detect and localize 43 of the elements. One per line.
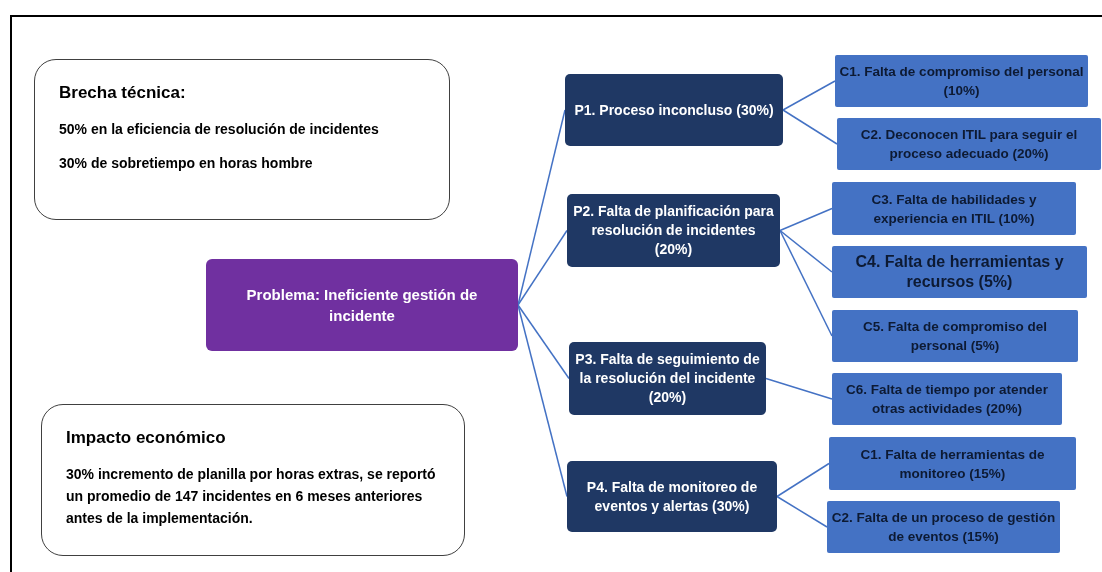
connector-line — [776, 495, 828, 528]
subcause-box — [832, 373, 1062, 425]
cause-box — [569, 342, 766, 415]
box-text: C3. Falta de habilidades y experiencia en ITIL (10%) — [870, 190, 1038, 228]
problem-box — [206, 259, 518, 351]
box-text: C6. Falta de tiempo por atender otras actividades (20%) — [845, 381, 1049, 418]
note-text: 50% en la eficiencia de resolución de incidentes — [59, 119, 380, 139]
subcause-box — [827, 501, 1060, 553]
box-text: P3. Falta de seguimiento de la resolución del incidente (20%) — [574, 350, 761, 407]
connector-line — [517, 304, 570, 380]
connector-line — [765, 377, 833, 400]
note-card — [41, 404, 465, 556]
box-text: Problema: Ineficiente gestión de incidente — [245, 285, 479, 326]
box-text: C4. Falta de herramientas y recursos (5%) — [854, 252, 1065, 292]
note-heading: Impacto económico — [66, 427, 227, 449]
box-text: C2. Deconocen ITIL para seguir el proceso adecuado (20%) — [859, 126, 1079, 163]
connector-line — [776, 462, 830, 498]
note-text: 30% de sobretiempo en horas hombre — [59, 153, 314, 173]
cause-box — [567, 194, 780, 267]
connector-line — [782, 109, 838, 145]
box-text: C1. Falta de herramientas de monitoreo (15%) — [859, 445, 1046, 483]
box-text: P2. Falta de planificación para resolución de incidentes (20%) — [572, 202, 775, 259]
box-text: C2. Falta de un proceso de gestión de eventos (15%) — [831, 509, 1056, 546]
connector-line — [779, 229, 833, 273]
box-text: P4. Falta de monitoreo de eventos y alertas (30%) — [585, 477, 759, 516]
subcause-box — [837, 118, 1101, 170]
subcause-box — [832, 182, 1076, 235]
cause-box — [567, 461, 777, 532]
subcause-box — [832, 246, 1087, 298]
box-text: C5. Falta de compromiso del personal (5%) — [862, 318, 1048, 355]
subcause-box — [835, 55, 1088, 107]
box-text: C1. Falta de compromiso del personal (10%) — [839, 63, 1084, 100]
connector-line — [779, 229, 833, 337]
box-text: P1. Proceso inconcluso (30%) — [574, 100, 774, 120]
note-card — [34, 59, 450, 220]
note-heading: Brecha técnica: — [59, 82, 187, 104]
subcause-box — [829, 437, 1076, 490]
subcause-box — [832, 310, 1078, 362]
cause-box — [565, 74, 783, 146]
connector-line — [517, 229, 568, 306]
note-text: 30% incremento de planilla por horas extras, se reportó un promedio de 147 incidentes en 6 meses anteriores antes de la implementación. — [66, 464, 437, 528]
connector-line — [782, 80, 836, 111]
connector-line — [779, 207, 833, 232]
